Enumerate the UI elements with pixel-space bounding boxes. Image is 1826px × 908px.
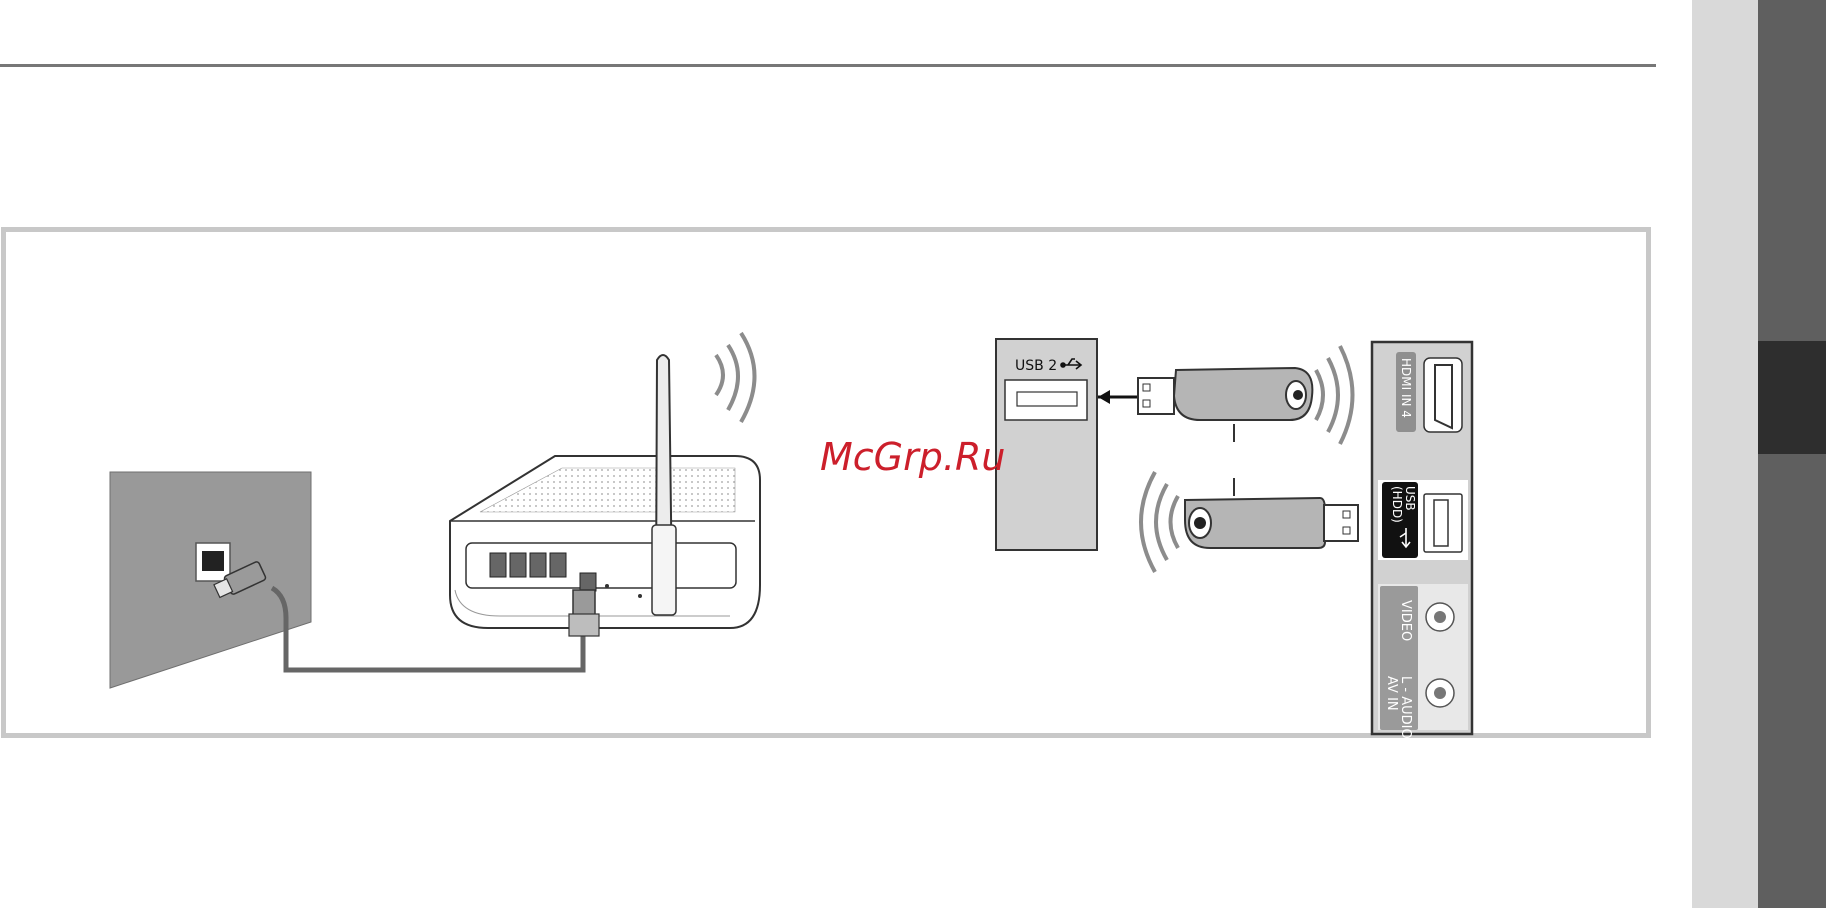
audio-label: L - AUDIO	[1398, 676, 1413, 739]
video-label: VIDEO	[1398, 600, 1413, 641]
audio-jack-icon	[1426, 679, 1454, 707]
hdmi-label: HDMI IN 4	[1399, 358, 1413, 418]
router-lan-plug-icon	[569, 590, 599, 636]
usb-hdd-label: USB	[1403, 486, 1417, 511]
wireless-lan-adapter-bottom-icon	[1185, 498, 1358, 548]
wireless-lan-adapter-top-icon	[1138, 368, 1312, 420]
hdmi-port-icon	[1424, 358, 1462, 432]
wireless-router-icon	[450, 355, 760, 628]
router-wifi-waves-icon	[716, 333, 755, 422]
av-in-label: AV IN	[1384, 676, 1399, 711]
usb2-label: USB 2	[1015, 358, 1057, 374]
video-jack-icon	[1426, 603, 1454, 631]
usb2-port-panel: USB 2	[996, 339, 1097, 550]
wall-lan-port-icon	[196, 543, 230, 581]
watermark-text: McGrp.Ru	[820, 435, 1005, 479]
wall-panel	[110, 472, 311, 688]
usb-hdd-sublabel: (HDD)	[1390, 486, 1404, 523]
adapter-top-wifi-waves-icon	[1316, 346, 1353, 444]
adapter-bottom-wifi-waves-icon	[1141, 472, 1178, 572]
tv-usb-port-icon	[1424, 494, 1462, 552]
tv-rear-panel: HDMI IN 4 USB (HDD) VIDEO L - AUDIO AV I…	[1372, 342, 1472, 739]
insert-arrow-icon	[1098, 390, 1140, 404]
